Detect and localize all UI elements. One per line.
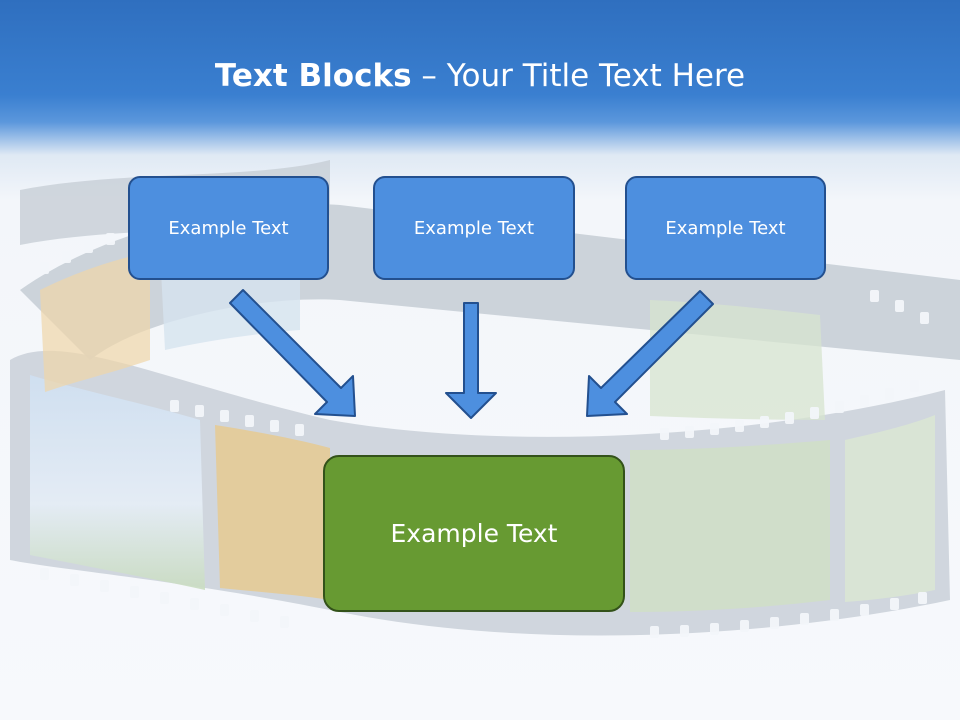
text-block-3[interactable]: Example Text [625,176,826,280]
arrow-center-icon [445,302,497,419]
target-text-block[interactable]: Example Text [323,455,625,612]
text-block-3-label: Example Text [665,217,786,239]
title-rest: Your Title Text Here [446,58,746,94]
text-block-1[interactable]: Example Text [128,176,329,280]
arrow-left-icon [229,289,356,417]
arrow-right-icon [586,290,714,417]
title-bold: Text Blocks [214,58,412,94]
title-dash: – [411,58,447,94]
text-block-1-label: Example Text [168,217,289,239]
target-text-block-label: Example Text [390,519,558,548]
slide-title: Text Blocks – Your Title Text Here [0,55,960,97]
text-block-2[interactable]: Example Text [373,176,575,280]
text-block-2-label: Example Text [413,217,535,239]
